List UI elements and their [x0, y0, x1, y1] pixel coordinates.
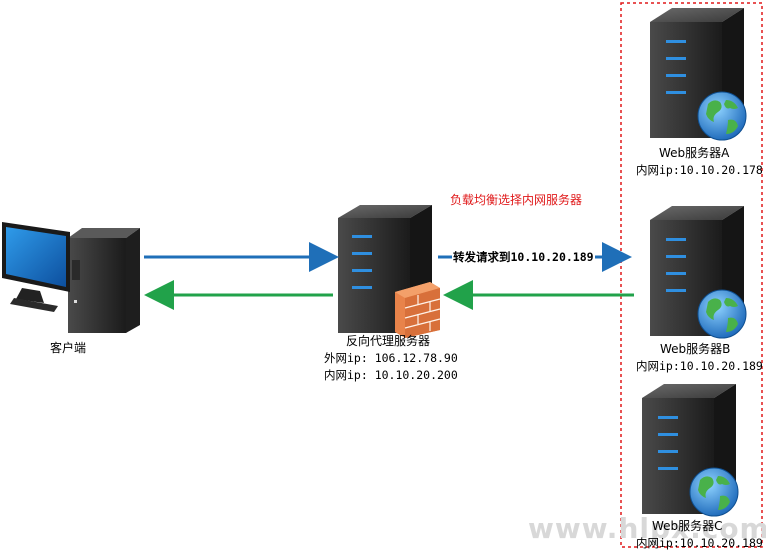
- watermark: www.hlpx.com: [528, 512, 766, 545]
- web-server-c-icon: [642, 384, 739, 517]
- web-server-a-icon: [650, 8, 747, 141]
- load-balance-note: 负载均衡选择内网服务器: [450, 193, 583, 207]
- proxy-internal-ip: 内网ip: 10.10.20.200: [324, 368, 458, 382]
- proxy-external-ip: 外网ip: 106.12.78.90: [324, 351, 458, 365]
- server-a-name: Web服务器A: [659, 146, 730, 160]
- web-server-b-icon: [650, 206, 747, 339]
- server-b-ip: 内网ip:10.10.20.189: [636, 359, 763, 373]
- proxy-label: 反向代理服务器: [346, 334, 431, 348]
- server-cluster-border: [620, 2, 763, 548]
- server-c-name: Web服务器C: [652, 519, 723, 533]
- firewall-icon: [395, 282, 441, 338]
- client-label: 客户端: [50, 341, 87, 355]
- server-a-ip: 内网ip:10.10.20.178: [636, 163, 763, 177]
- client-computer-icon: [2, 222, 140, 333]
- forward-note: 转发请求到10.10.20.189: [452, 249, 595, 265]
- server-c-ip: 内网ip:10.10.20.189: [636, 536, 763, 550]
- server-b-name: Web服务器B: [660, 342, 731, 356]
